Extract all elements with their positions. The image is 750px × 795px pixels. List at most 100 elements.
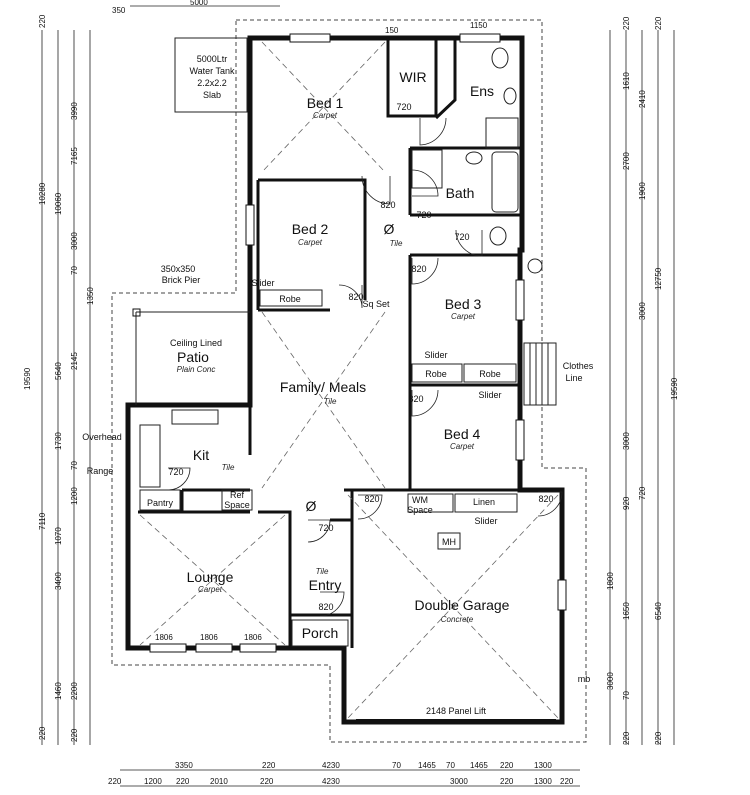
svg-text:5000: 5000 bbox=[190, 0, 208, 7]
svg-text:70: 70 bbox=[392, 761, 401, 770]
svg-text:220: 220 bbox=[70, 728, 79, 742]
room-bed4-floor: Carpet bbox=[450, 442, 475, 451]
dims-left-inner: 10060 3000 70 1350 5640 2145 1730 70 120… bbox=[54, 192, 95, 742]
svg-text:3000: 3000 bbox=[638, 302, 647, 320]
svg-text:7165: 7165 bbox=[70, 147, 79, 165]
water-tank bbox=[174, 37, 248, 113]
pier-line-1: 350x350 bbox=[161, 264, 196, 274]
slider-linen-label: Slider bbox=[474, 516, 497, 526]
svg-text:70: 70 bbox=[622, 691, 631, 700]
svg-text:3400: 3400 bbox=[54, 572, 63, 590]
door-size-bed4: 820 bbox=[408, 394, 423, 404]
hall-tile-label: Tile bbox=[390, 239, 403, 248]
dimension-lines bbox=[41, 5, 675, 787]
dims-bottom: 3350 220 4230 70 1465 70 1465 220 1300 2… bbox=[108, 761, 574, 786]
room-entry-floor: Tile bbox=[316, 567, 329, 576]
svg-text:5640: 5640 bbox=[54, 362, 63, 380]
robe-bed3b-label: Robe bbox=[479, 369, 501, 379]
svg-text:220: 220 bbox=[176, 777, 190, 786]
sink bbox=[171, 409, 219, 425]
room-kit-floor: Tile bbox=[222, 463, 235, 472]
door-size-bed1: 820 bbox=[380, 200, 395, 210]
ref-space-line-1: Ref bbox=[230, 490, 245, 500]
room-bed3-name: Bed 3 bbox=[445, 296, 482, 312]
room-bed3-floor: Carpet bbox=[451, 312, 476, 321]
pantry-box bbox=[139, 489, 181, 511]
slider-bed3-label: Slider bbox=[424, 350, 447, 360]
dims-right-inner: 220 1610 2410 2700 1900 3000 920 720 300… bbox=[606, 16, 647, 745]
slider-bed2-label: Slider bbox=[251, 278, 274, 288]
windows bbox=[149, 33, 567, 653]
room-bed2-floor: Carpet bbox=[298, 238, 323, 247]
svg-text:7110: 7110 bbox=[38, 512, 47, 530]
sq-set-label: Sq Set bbox=[362, 299, 390, 309]
svg-text:220: 220 bbox=[500, 761, 514, 770]
bathtub bbox=[491, 151, 519, 213]
interior-walls bbox=[138, 40, 520, 648]
svg-text:3000: 3000 bbox=[450, 777, 468, 786]
tank-line-2: Water Tank bbox=[189, 66, 235, 76]
shower-bath bbox=[411, 149, 443, 189]
svg-text:1465: 1465 bbox=[470, 761, 488, 770]
brick-pier bbox=[132, 308, 141, 317]
door-size-bed2: 820 bbox=[348, 292, 363, 302]
svg-text:220: 220 bbox=[622, 731, 631, 745]
linen-cupboard bbox=[454, 493, 518, 513]
svg-text:220: 220 bbox=[38, 14, 47, 28]
svg-text:1300: 1300 bbox=[534, 761, 552, 770]
wm-space-line-2: Space bbox=[407, 505, 433, 515]
svg-text:6540: 6540 bbox=[654, 602, 663, 620]
ref-space-box bbox=[221, 489, 253, 511]
tank-line-4: Slab bbox=[203, 90, 221, 100]
door-size-wc: 720 bbox=[454, 232, 469, 242]
robe-bed2 bbox=[259, 289, 323, 307]
robe-bed3a bbox=[411, 363, 463, 383]
dims-right-outer: 220 12750 19590 6540 220 bbox=[654, 16, 679, 745]
svg-text:2410: 2410 bbox=[638, 90, 647, 108]
svg-text:1900: 1900 bbox=[638, 182, 647, 200]
slider-bed4-label: Slider bbox=[478, 390, 501, 400]
tank-line-1: 5000Ltr bbox=[197, 54, 228, 64]
svg-text:220: 220 bbox=[38, 726, 47, 740]
door-size-garage: 820 bbox=[364, 494, 379, 504]
room-lounge-name: Lounge bbox=[187, 569, 234, 585]
patio-outline bbox=[135, 311, 250, 405]
svg-text:920: 920 bbox=[622, 496, 631, 510]
door-size-bath: 720 bbox=[416, 210, 431, 220]
svg-text:3990: 3990 bbox=[70, 102, 79, 120]
svg-text:1610: 1610 bbox=[622, 72, 631, 90]
svg-text:70: 70 bbox=[70, 266, 79, 275]
eaves-outline bbox=[111, 19, 587, 743]
door-size-garage-side: 820 bbox=[538, 494, 553, 504]
svg-text:350: 350 bbox=[112, 6, 126, 15]
room-bed1-floor: Carpet bbox=[313, 111, 338, 120]
overhead-label: Overhead bbox=[82, 432, 122, 442]
mh-label: MH bbox=[442, 537, 456, 547]
robe-bed3a-label: Robe bbox=[425, 369, 447, 379]
svg-text:1200: 1200 bbox=[144, 777, 162, 786]
svg-text:4230: 4230 bbox=[322, 777, 340, 786]
clothes-line-2: Line bbox=[565, 373, 582, 383]
meter-box-label: mb bbox=[578, 674, 591, 684]
wm-space-box bbox=[407, 493, 454, 513]
pantry-label: Pantry bbox=[147, 498, 174, 508]
void-symbol-hall: Ø bbox=[384, 221, 395, 237]
door-size-pantry: 720 bbox=[168, 467, 183, 477]
void-symbol-entry: Ø bbox=[306, 498, 317, 514]
room-bed4-name: Bed 4 bbox=[444, 426, 481, 442]
svg-text:19590: 19590 bbox=[23, 367, 32, 390]
dims-left-outer: 220 10280 7165 3990 19590 7110 220 bbox=[23, 14, 79, 740]
svg-text:220: 220 bbox=[622, 16, 631, 30]
dims-top: 350 5000 150 1150 bbox=[112, 0, 488, 35]
svg-text:220: 220 bbox=[654, 16, 663, 30]
svg-text:2200: 2200 bbox=[70, 682, 79, 700]
ref-space-line-2: Space bbox=[224, 500, 250, 510]
tank-line-3: 2.2x2.2 bbox=[197, 78, 227, 88]
svg-text:3000: 3000 bbox=[70, 232, 79, 250]
room-kit-name: Kit bbox=[193, 447, 209, 463]
basin-ens bbox=[503, 87, 517, 105]
basin-bath bbox=[465, 151, 483, 165]
bench bbox=[139, 424, 161, 488]
toilet-bath bbox=[489, 226, 507, 246]
